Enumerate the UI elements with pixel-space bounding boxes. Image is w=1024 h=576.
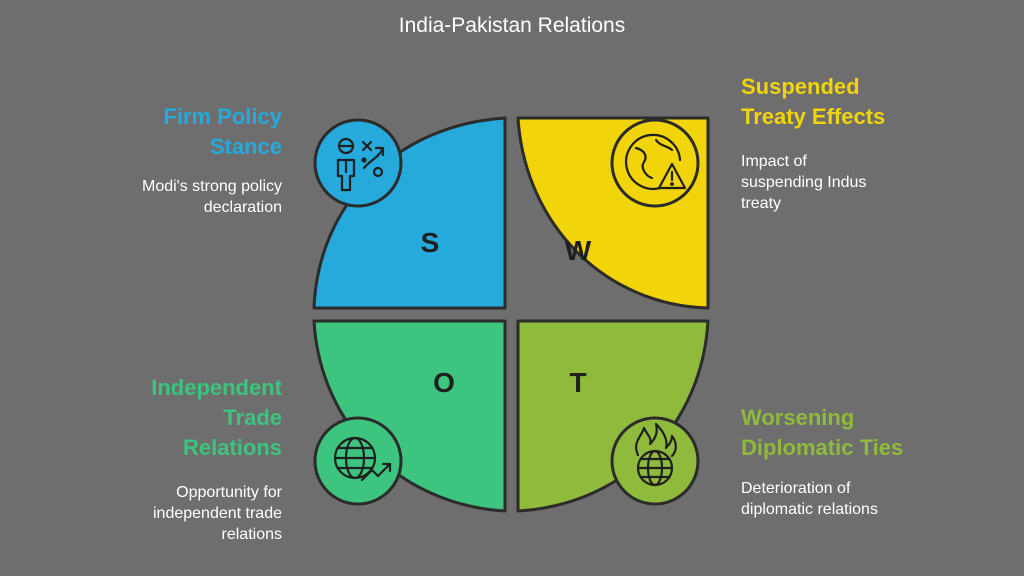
strengths-description: Modi's strong policy declaration [60, 176, 282, 218]
threats-heading: Worsening Diplomatic Ties [741, 403, 1001, 463]
weaknesses-desc-line3: treaty [741, 195, 782, 212]
strengths-letter: S [421, 227, 440, 258]
opportunities-desc-line1: Opportunity for [176, 484, 282, 501]
threats-description: Deterioration of diplomatic relations [741, 478, 981, 520]
strengths-heading-line2: Stance [209, 134, 282, 159]
strengths-heading-line1: Firm Policy [163, 104, 282, 129]
weaknesses-heading-line2: Treaty Effects [741, 104, 886, 129]
opportunities-letter: O [433, 367, 455, 398]
opportunities-desc-line2: independent trade [153, 505, 282, 522]
weaknesses-heading-line1: Suspended [741, 74, 860, 99]
opportunities-desc-line3: relations [221, 526, 282, 543]
strategy-person-icon [313, 118, 403, 208]
threats-desc-line1: Deterioration of [741, 480, 851, 497]
globe-growth-icon [313, 416, 403, 506]
globe-warning-icon [610, 118, 700, 208]
weaknesses-desc-line1: Impact of [741, 153, 807, 170]
threats-desc-line2: diplomatic relations [741, 501, 878, 518]
burning-globe-icon [610, 416, 700, 506]
strengths-heading: Firm Policy Stance [60, 102, 282, 162]
threats-letter: T [569, 367, 586, 398]
opportunities-heading: Independent Trade Relations [60, 373, 282, 463]
weaknesses-description: Impact of suspending Indus treaty [741, 151, 981, 214]
weaknesses-letter: W [565, 235, 592, 266]
opportunities-heading-line2: Trade [223, 405, 282, 430]
weaknesses-desc-line2: suspending Indus [741, 174, 867, 191]
threats-heading-line2: Diplomatic Ties [741, 435, 904, 460]
strengths-desc-line1: Modi's strong policy [142, 178, 282, 195]
opportunities-heading-line1: Independent [151, 375, 282, 400]
strengths-desc-line2: declaration [203, 199, 282, 216]
page-title: India-Pakistan Relations [398, 14, 626, 37]
weaknesses-heading: Suspended Treaty Effects [741, 72, 1001, 132]
opportunities-description: Opportunity for independent trade relati… [60, 482, 282, 545]
threats-heading-line1: Worsening [741, 405, 855, 430]
opportunities-heading-line3: Relations [182, 435, 282, 460]
